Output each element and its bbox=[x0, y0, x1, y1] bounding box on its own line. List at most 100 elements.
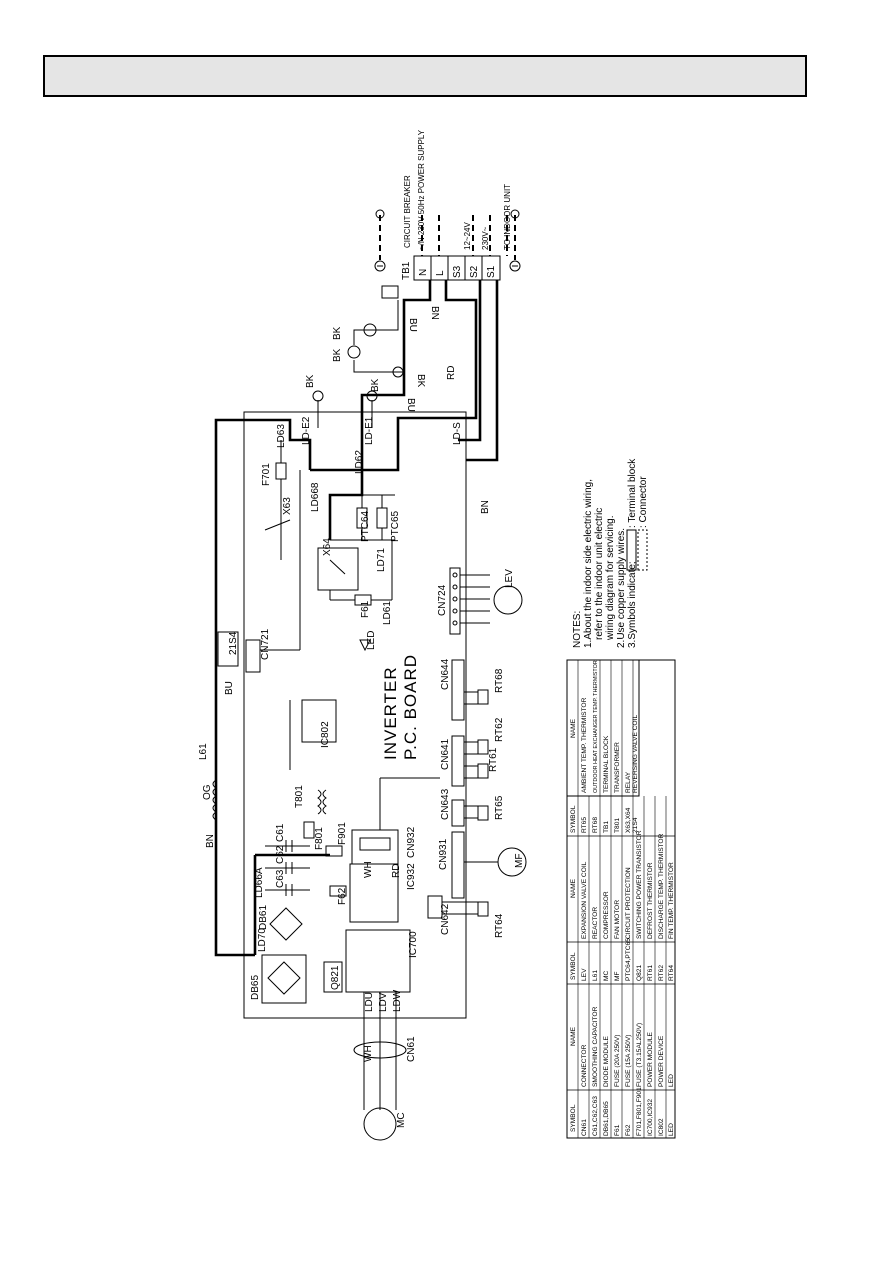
legend-cell: LED bbox=[668, 1123, 675, 1136]
legend-cell: SMOOTHING CAPACITOR bbox=[592, 1006, 599, 1087]
header-bar bbox=[43, 55, 807, 97]
label-ldv: LDV bbox=[378, 992, 389, 1012]
legend-table: SYMBOL NAME SYMBOL NAME SYMBOL NAME CN61… bbox=[566, 659, 676, 1139]
label-cn721: CN721 bbox=[260, 628, 271, 660]
legend-cell: EXPANSION VALVE COIL bbox=[581, 861, 588, 939]
label-ptc65: PTC65 bbox=[390, 510, 401, 542]
wire-color-labels: BK BK BK BK BK BU BU BN BN RD WH RD WH B… bbox=[205, 306, 491, 1062]
inverter-board-outline bbox=[243, 411, 467, 1019]
wire-label-bk-4: BK bbox=[370, 378, 381, 392]
legend-cell: IC700,IC932 bbox=[647, 1099, 654, 1136]
label-ld70: LD70 bbox=[257, 928, 268, 952]
wire-label-bn-3: BN bbox=[205, 834, 216, 848]
legend-cell: TB1 bbox=[603, 821, 610, 833]
legend-cell: POWER DEVICE bbox=[658, 1035, 665, 1087]
tb-label-n: N bbox=[418, 269, 429, 276]
power-supply-label: ~/N 230V 50Hz POWER SUPPLY bbox=[417, 129, 426, 250]
label-mf: MF bbox=[514, 854, 525, 868]
v230-label: 230V~ bbox=[481, 226, 490, 250]
label-ld-e1: LD-E1 bbox=[364, 416, 375, 445]
wire-label-bn-1: BN bbox=[429, 306, 440, 320]
label-rt61: RT61 bbox=[488, 747, 499, 772]
label-ldu: LDU bbox=[364, 992, 375, 1012]
board-title: INVERTER P.C. BOARD bbox=[381, 654, 420, 760]
notes-line-4: 2.Use copper supply wires. bbox=[616, 528, 627, 648]
label-f901: F901 bbox=[337, 822, 348, 845]
label-cn641: CN641 bbox=[440, 738, 451, 770]
legend-cell: PTC64,PTC65 bbox=[625, 938, 632, 981]
label-rt62: RT62 bbox=[494, 717, 505, 742]
label-ldw: LDW bbox=[392, 989, 403, 1012]
label-q821: Q821 bbox=[330, 965, 341, 990]
label-ld-e2: LD-E2 bbox=[301, 416, 312, 445]
legend-header-name-3: NAME bbox=[570, 718, 577, 738]
legend-cell: DIODE MODULE bbox=[603, 1035, 610, 1087]
terminal-block-symbol bbox=[626, 529, 637, 571]
legend-cell: RT65 bbox=[581, 817, 588, 833]
legend-cell: SWITCHING POWER TRANSISTOR bbox=[636, 830, 643, 939]
circuit-breaker-label: CIRCUIT BREAKER bbox=[403, 175, 412, 248]
notes-line-2: refer to the indoor unit electric bbox=[594, 508, 605, 640]
wire-label-bk-3: BK bbox=[305, 374, 316, 388]
wire-label-bu-3: BU bbox=[224, 681, 235, 695]
label-ld668: LD668 bbox=[310, 482, 321, 512]
label-db61: DB61 bbox=[258, 905, 269, 930]
legend-cell: C61,C62,C63 bbox=[592, 1096, 599, 1136]
legend-cell: TRANSFORMER bbox=[614, 742, 621, 793]
legend-cell: POWER MODULE bbox=[647, 1031, 654, 1087]
label-ld71: LD71 bbox=[376, 548, 387, 572]
label-ld63: LD63 bbox=[276, 424, 287, 448]
label-cn724: CN724 bbox=[437, 584, 448, 616]
wire-label-bn-2: BN bbox=[480, 500, 491, 514]
earth-wiring bbox=[312, 285, 405, 428]
legend-header-name-2: NAME bbox=[570, 878, 577, 898]
label-rt68: RT68 bbox=[494, 668, 505, 693]
label-c62: C62 bbox=[275, 845, 286, 864]
external-dashed-wiring bbox=[379, 215, 516, 260]
label-ic802: IC802 bbox=[320, 721, 331, 748]
legend-cell: MC bbox=[603, 971, 610, 981]
legend-cell: FUSE (T3.15AL250V) bbox=[636, 1023, 643, 1087]
wire-label-rd-2: RD bbox=[391, 864, 402, 878]
label-ic700: IC700 bbox=[408, 931, 419, 958]
legend-cell: FUSE (15A 250V) bbox=[625, 1035, 632, 1087]
legend-cell: OUTDOOR HEAT EXCHANGER TEMP. THERMISTOR bbox=[593, 660, 599, 793]
notes-line-7: : Connector bbox=[638, 476, 649, 528]
legend-cell: F701,F801,F901 bbox=[636, 1087, 643, 1136]
label-rt64: RT64 bbox=[494, 913, 505, 938]
label-ld62: LD62 bbox=[354, 450, 365, 474]
legend-cell: Q821 bbox=[636, 965, 643, 981]
legend-cell: 230V~ bbox=[481, 226, 490, 250]
legend-cell: F62 bbox=[625, 1124, 632, 1136]
label-led: LED bbox=[366, 631, 377, 650]
notes-line-5: 3.Symbols indicate; bbox=[627, 561, 638, 648]
label-rt65: RT65 bbox=[494, 795, 505, 820]
legend-cell: CN61 bbox=[581, 1119, 588, 1136]
earth-symbols-top bbox=[374, 209, 521, 272]
label-mc: MC bbox=[396, 1112, 407, 1128]
legend-header-name-1: NAME bbox=[570, 1026, 577, 1046]
tb-label-s2: S2 bbox=[469, 265, 480, 278]
v12-24-label: 12~24V bbox=[463, 222, 472, 250]
legend-cell: ~/N 230V 50Hz POWER SUPPLY bbox=[417, 129, 426, 250]
label-l61: L61 bbox=[198, 743, 209, 760]
notes-line-6: : Terminal block bbox=[627, 458, 638, 528]
wire-label-wh-2: WH bbox=[363, 1045, 374, 1062]
notes-line-1: 1.About the indoor side electric wiring, bbox=[583, 479, 594, 648]
legend-cell: AMBIENT TEMP. THERMISTOR bbox=[581, 697, 588, 793]
tb-label-s3: S3 bbox=[452, 265, 463, 278]
tb-label-s1: S1 bbox=[486, 265, 497, 278]
legend-cell: CIRCUIT BREAKER bbox=[403, 175, 412, 248]
legend-cell: REACTOR bbox=[592, 907, 599, 939]
label-f701: F701 bbox=[261, 463, 272, 486]
label-ptc64: PTC64 bbox=[360, 510, 371, 542]
component-labels: LD-E2 LD-E1 LD-S LD63 LD62 LD668 LD61 LD… bbox=[198, 416, 525, 1128]
label-lev: LEV bbox=[504, 569, 515, 588]
notes-line-3: wiring diagram for servicing. bbox=[605, 516, 616, 642]
legend-cell: CONNECTOR bbox=[581, 1044, 588, 1087]
component-symbols bbox=[212, 440, 527, 1141]
board-title-line1: INVERTER bbox=[381, 666, 400, 760]
label-cn642: CN642 bbox=[440, 903, 451, 935]
board-title-line2: P.C. BOARD bbox=[401, 654, 420, 760]
terminal-block-tb1: N L S3 S2 S1 TB1 bbox=[401, 255, 501, 281]
